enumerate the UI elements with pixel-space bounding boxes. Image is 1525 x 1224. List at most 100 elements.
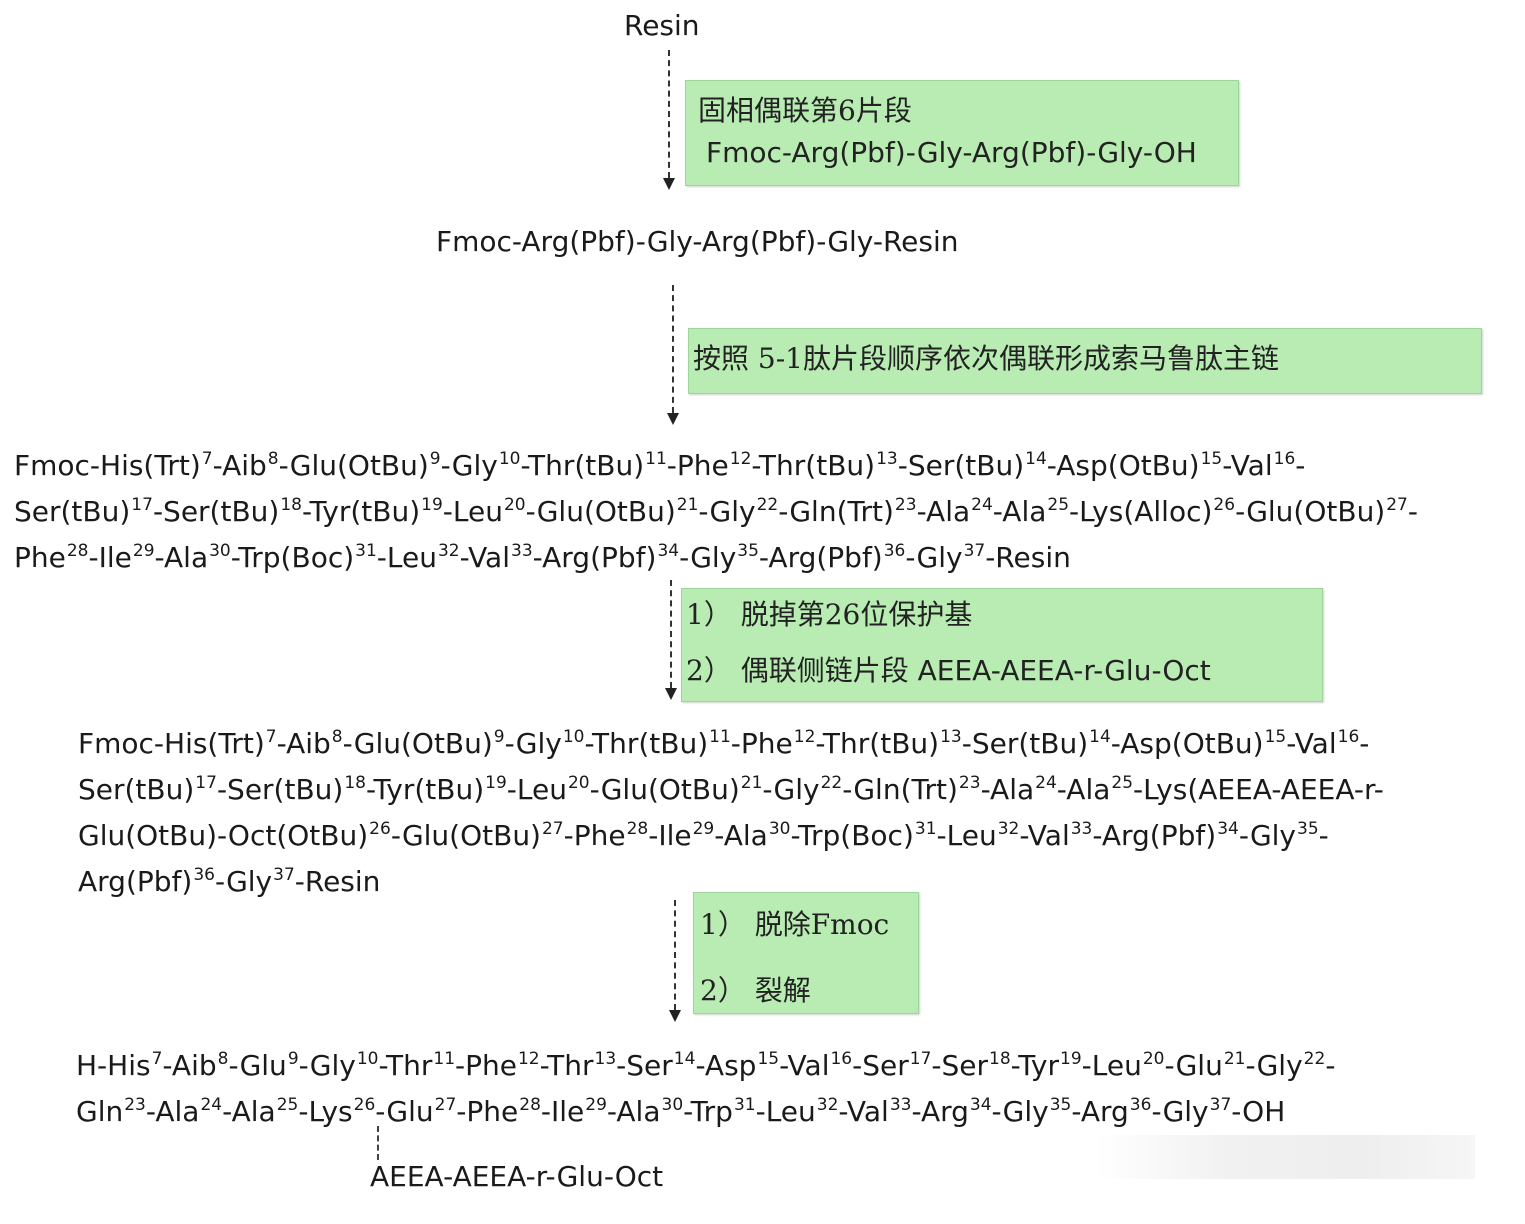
residue-name: -Ile — [88, 541, 132, 574]
residue-position: 27 — [541, 819, 564, 839]
product-row: Gln23-Ala24-Ala25-Lys26-Glu27-Phe28-Ile2… — [76, 1089, 1335, 1135]
residue-name: -Leu — [506, 773, 567, 806]
residue-position: 34 — [1217, 819, 1239, 839]
residue-name: -Leu — [1081, 1049, 1142, 1082]
residue-name: - — [1318, 819, 1329, 852]
residue-name: -Trp(Boc) — [230, 541, 355, 574]
residue-position: 31 — [355, 541, 377, 561]
residue-position: 32 — [816, 1095, 839, 1115]
residue-name: -Ala — [606, 1095, 661, 1128]
intermediate2-sequence: Fmoc-His(Trt)7-Aib8-Glu(OtBu)9-Gly10-Thr… — [14, 443, 1418, 581]
residue-position: 18 — [280, 495, 302, 515]
residue-name: Fmoc-His(Trt) — [14, 449, 201, 482]
residue-name: -Gly — [440, 449, 498, 482]
arrow-head-1-icon — [663, 178, 675, 190]
residue-position: 21 — [676, 495, 699, 515]
residue-position: 16 — [1273, 449, 1296, 469]
residue-position: 28 — [626, 819, 649, 839]
residue-name: -Arg(Pbf) — [532, 541, 657, 574]
product-row: H-His7-Aib8-Glu9-Gly10-Thr11-Phe12-Thr13… — [76, 1043, 1335, 1089]
residue-position: 14 — [1089, 727, 1111, 747]
residue-name: -Thr — [378, 1049, 433, 1082]
residue-name: -Thr — [539, 1049, 594, 1082]
step3-condition-line2-prefix: 2） 偶联侧链片段 — [686, 654, 918, 687]
residue-name: -Val — [838, 1095, 889, 1128]
residue-name: -Leu — [442, 495, 503, 528]
residue-position: 22 — [756, 495, 779, 515]
residue-name: -Asp — [695, 1049, 757, 1082]
residue-position: 25 — [276, 1095, 299, 1115]
residue-name: -Val — [1286, 727, 1337, 760]
residue-name: -Phe — [563, 819, 626, 852]
residue-position: 15 — [1200, 449, 1223, 469]
residue-name: -Gly — [214, 865, 273, 898]
residue-name: H-His — [76, 1049, 151, 1082]
residue-name: -Aib — [276, 727, 331, 760]
residue-position: 13 — [876, 449, 898, 469]
step4-condition-box: 1） 脱除Fmoc 2） 裂解 — [693, 892, 919, 1014]
residue-position: 22 — [820, 773, 843, 793]
residue-position: 15 — [757, 1049, 780, 1069]
scan-smudge — [1095, 1135, 1475, 1179]
residue-position: 26 — [353, 1095, 376, 1115]
residue-name: -Gly — [991, 1095, 1049, 1128]
step3-condition-box: 1） 脱掉第26位保护基 2） 偶联侧链片段 AEEA-AEEA-r-Glu-O… — [681, 588, 1323, 702]
residue-name: -Val — [779, 1049, 830, 1082]
residue-name: -Val — [1222, 449, 1273, 482]
residue-name: -Glu(OtBu) — [390, 819, 541, 852]
residue-position: 33 — [889, 1095, 912, 1115]
residue-name: -Gly — [1245, 1049, 1303, 1082]
residue-position: 30 — [768, 819, 791, 839]
residue-name: -Resin — [294, 865, 381, 898]
residue-name: -Ser(tBu) — [152, 495, 280, 528]
residue-position: 24 — [200, 1095, 223, 1115]
residue-name: -Phe — [455, 1049, 517, 1082]
residue-name: -Glu — [375, 1095, 434, 1128]
residue-position: 9 — [287, 1049, 299, 1069]
residue-position: 32 — [437, 541, 460, 561]
residue-position: 12 — [517, 1049, 540, 1069]
residue-name: -Glu — [228, 1049, 287, 1082]
residue-position: 16 — [830, 1049, 853, 1069]
residue-name: -Gln(Trt) — [842, 773, 958, 806]
residue-position: 21 — [740, 773, 763, 793]
residue-position: 23 — [124, 1095, 146, 1115]
residue-name: -Ser(tBu) — [216, 773, 344, 806]
residue-name: -Ala — [992, 495, 1047, 528]
residue-position: 25 — [1047, 495, 1070, 515]
reaction-arrow-2 — [672, 285, 674, 413]
residue-name: -Ala — [222, 1095, 276, 1128]
residue-name: -Glu(OtBu) — [589, 773, 740, 806]
residue-position: 22 — [1303, 1049, 1326, 1069]
residue-position: 11 — [433, 1049, 456, 1069]
residue-name: -Aib — [212, 449, 267, 482]
step3-condition-line2: 2） 偶联侧链片段 AEEA-AEEA-r-Glu-Oct — [686, 657, 1211, 685]
residue-name: -Ala — [1056, 773, 1111, 806]
intermediate3-row: Ser(tBu)17-Ser(tBu)18-Tyr(tBu)19-Leu20-G… — [78, 767, 1384, 813]
product-side-chain: AEEA-AEEA-r-Glu-Oct — [370, 1160, 664, 1193]
residue-name: - — [1407, 495, 1418, 528]
residue-position: 10 — [498, 449, 521, 469]
residue-position: 20 — [1142, 1049, 1165, 1069]
residue-name: -Glu(OtBu) — [342, 727, 493, 760]
step4-condition-line2: 2） 裂解 — [700, 974, 811, 1007]
residue-position: 24 — [1035, 773, 1057, 793]
residue-name: - — [1325, 1049, 1336, 1082]
residue-position: 19 — [1060, 1049, 1082, 1069]
residue-name: Ser(tBu) — [14, 495, 131, 528]
residue-position: 14 — [1025, 449, 1047, 469]
reaction-arrow-4 — [674, 900, 676, 1010]
residue-position: 8 — [331, 727, 343, 747]
product-sequence: H-His7-Aib8-Glu9-Gly10-Thr11-Phe12-Thr13… — [76, 1043, 1335, 1135]
residue-position: 34 — [657, 541, 680, 561]
residue-position: 37 — [273, 865, 295, 885]
residue-position: 8 — [267, 449, 279, 469]
residue-position: 19 — [421, 495, 443, 515]
residue-position: 26 — [1213, 495, 1236, 515]
residue-name: -Aib — [162, 1049, 217, 1082]
residue-position: 28 — [66, 541, 89, 561]
residue-position: 37 — [1209, 1095, 1232, 1115]
residue-name: -Ala — [980, 773, 1035, 806]
arrow-head-4-icon — [669, 1010, 681, 1022]
residue-position: 29 — [692, 819, 715, 839]
